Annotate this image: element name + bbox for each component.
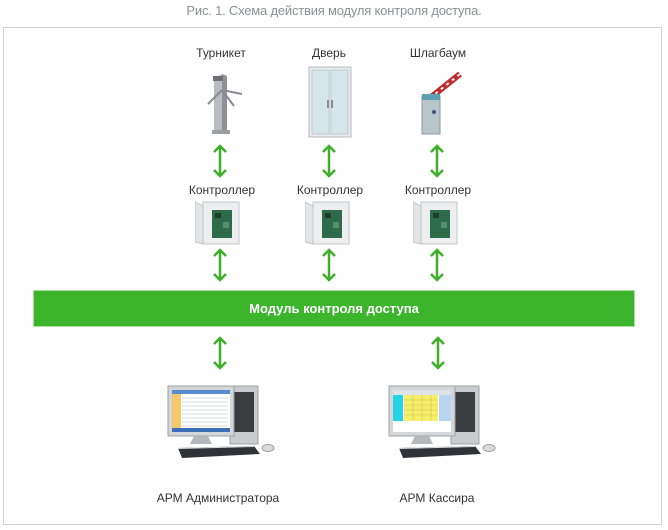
controller-label: Контроллер xyxy=(404,183,472,197)
bidirectional-arrow-icon xyxy=(430,144,444,178)
bidirectional-arrow-icon xyxy=(213,144,227,178)
bidirectional-arrow-icon xyxy=(213,336,227,370)
controller-box-icon xyxy=(195,201,240,245)
bidirectional-arrow-icon xyxy=(322,248,336,282)
bidirectional-arrow-icon xyxy=(213,248,227,282)
workstation-label-administrator: АРМ Администратора xyxy=(156,491,280,505)
access-control-module-bar: Модуль контроля доступа xyxy=(33,290,635,327)
module-label: Модуль контроля доступа xyxy=(249,301,419,316)
computer-workstation-icon xyxy=(388,385,496,458)
controller-box-icon xyxy=(413,201,458,245)
bidirectional-arrow-icon xyxy=(431,336,445,370)
bidirectional-arrow-icon xyxy=(430,248,444,282)
controller-box-icon xyxy=(305,201,350,245)
device-label-barrier: Шлагбаум xyxy=(409,46,467,60)
bidirectional-arrow-icon xyxy=(322,144,336,178)
computer-workstation-icon xyxy=(167,385,275,458)
device-label-turnstile: Турникет xyxy=(196,46,246,60)
workstation-label-cashier: АРМ Кассира xyxy=(399,491,475,505)
controller-label: Контроллер xyxy=(188,183,256,197)
controller-label: Контроллер xyxy=(296,183,364,197)
door-icon xyxy=(308,66,352,138)
barrier-gate-icon xyxy=(421,71,462,135)
turnstile-icon xyxy=(207,74,243,134)
figure-caption: Рис. 1. Схема действия модуля контроля д… xyxy=(186,3,482,18)
device-label-door: Дверь xyxy=(312,46,346,60)
diagram-frame xyxy=(3,27,662,525)
